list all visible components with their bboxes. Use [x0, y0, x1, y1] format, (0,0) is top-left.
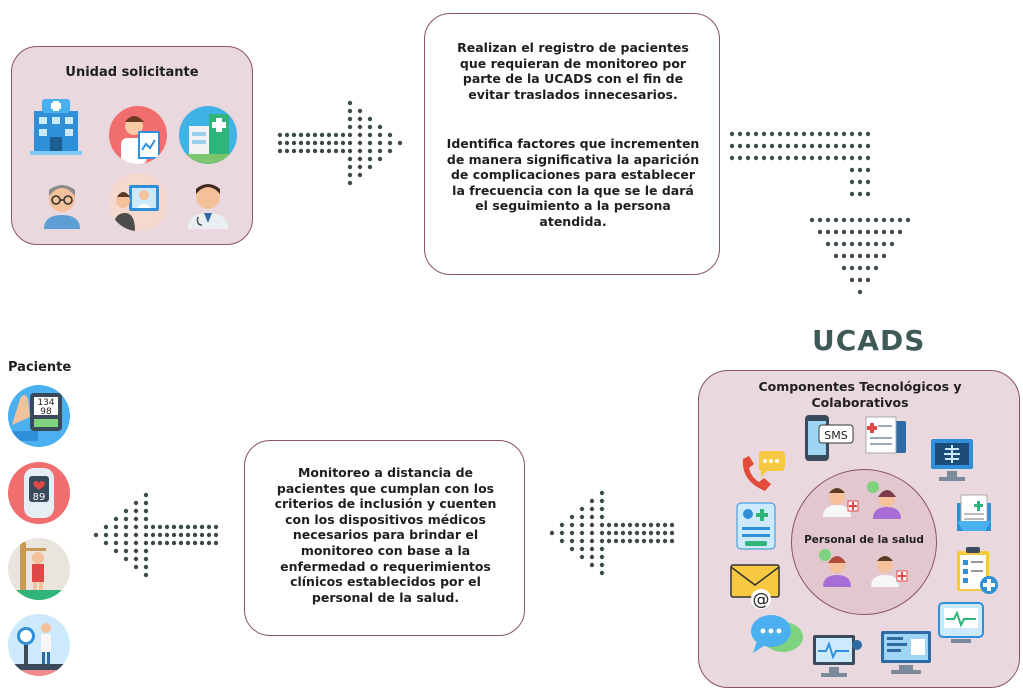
prescription-icon	[957, 494, 991, 531]
svg-text:134: 134	[37, 398, 54, 408]
sms-phone-icon: SMS	[805, 415, 854, 461]
clinic-building-icon	[179, 106, 237, 164]
arrow-left-icon-1	[549, 490, 675, 576]
weight-scale-icon	[8, 614, 70, 676]
height-measure-icon	[8, 538, 70, 600]
doctor-icon	[188, 184, 228, 229]
monitoreo-text: Monitoreo a distancia de pacientes que c…	[274, 465, 497, 605]
arrow-left-icon-2	[93, 492, 219, 578]
medical-record-icon	[736, 502, 776, 550]
componentes-title: Componentes Tecnológicos y Colaborativos	[758, 379, 962, 410]
personal-label: Personal de la salud	[804, 534, 924, 546]
svg-text:@: @	[753, 590, 770, 610]
arrow-down-icon	[729, 131, 911, 295]
arrow-right-icon	[277, 100, 403, 186]
unidad-solicitante-box: Unidad solicitante	[11, 46, 253, 245]
email-icon: @	[730, 564, 780, 610]
computer-icon	[881, 631, 931, 674]
man-with-glasses-icon	[44, 185, 80, 229]
xray-monitor-icon	[931, 439, 973, 481]
registro-text-1: Realizan el registro de pacientes que re…	[457, 40, 689, 102]
registro-text-2: Identifica factores que incrementen de m…	[446, 136, 700, 229]
componentes-box: Componentes Tecnológicos y Colaborativos…	[698, 370, 1020, 688]
registro-box: Realizan el registro de pacientes que re…	[424, 13, 720, 275]
paciente-title: Paciente	[8, 360, 72, 375]
pulse-oximeter-icon: 89	[8, 462, 70, 524]
monitoreo-box: Monitoreo a distancia de pacientes que c…	[244, 440, 525, 636]
medical-report-icon	[865, 416, 906, 454]
checklist-icon	[957, 547, 998, 594]
svg-text:89: 89	[33, 492, 46, 503]
svg-text:SMS: SMS	[824, 429, 847, 442]
chat-bubbles-icon	[751, 615, 803, 653]
hospital-building-icon	[30, 99, 82, 155]
vital-monitor-icon	[938, 602, 984, 643]
phone-call-icon	[742, 451, 785, 491]
health-staff-group-icon	[819, 481, 908, 587]
personal-circle	[791, 469, 937, 615]
doctor-with-chart-icon	[109, 106, 167, 164]
svg-text:98: 98	[40, 407, 52, 417]
telemedicine-monitor-icon	[813, 635, 862, 677]
telemedicine-consult-icon	[109, 173, 167, 231]
unidad-solicitante-title: Unidad solicitante	[65, 65, 199, 80]
ucads-title: UCADS	[812, 324, 926, 357]
